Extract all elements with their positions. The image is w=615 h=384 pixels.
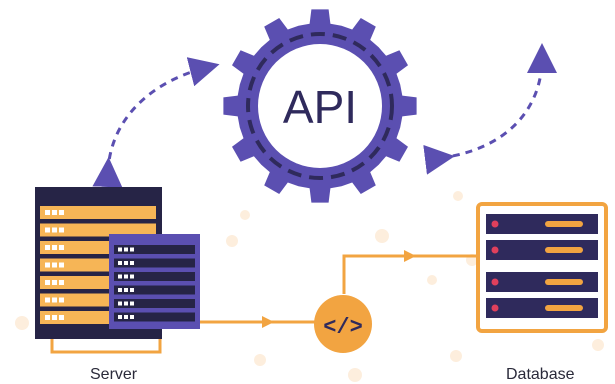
api-label: API bbox=[283, 81, 357, 133]
server-led bbox=[59, 245, 64, 250]
server-slot bbox=[40, 223, 156, 237]
server-led bbox=[52, 262, 57, 268]
server-led bbox=[59, 297, 64, 303]
server-led bbox=[130, 315, 134, 319]
server-led bbox=[130, 247, 134, 252]
server-led bbox=[45, 210, 50, 215]
api-database-arrow-icon bbox=[423, 43, 557, 175]
database-drive bbox=[486, 298, 598, 318]
server-led bbox=[130, 274, 134, 279]
server-led bbox=[124, 247, 128, 252]
database-drive bbox=[486, 214, 598, 234]
server-led bbox=[59, 315, 64, 320]
database-icon bbox=[476, 202, 608, 333]
database-drive-bar bbox=[545, 247, 583, 253]
server-led bbox=[124, 301, 128, 306]
server-led bbox=[59, 227, 64, 233]
server-led bbox=[45, 227, 50, 233]
server-slot bbox=[114, 299, 195, 308]
server-led bbox=[59, 262, 64, 268]
server-led bbox=[45, 297, 50, 303]
database-led bbox=[491, 220, 499, 228]
server-led bbox=[118, 288, 122, 292]
database-led bbox=[491, 304, 499, 312]
server-led bbox=[124, 274, 128, 279]
server-led bbox=[52, 227, 57, 233]
server-slot bbox=[114, 285, 195, 295]
gear-inner-disk bbox=[258, 44, 382, 168]
server-slot bbox=[114, 272, 195, 281]
server-led bbox=[45, 280, 50, 285]
database-drive bbox=[486, 272, 598, 292]
server-led bbox=[45, 245, 50, 250]
server-slot bbox=[114, 245, 195, 254]
server-slot bbox=[40, 206, 156, 219]
server-led bbox=[124, 261, 128, 265]
server-front-rows bbox=[114, 245, 195, 322]
code-badge-circle bbox=[314, 295, 372, 353]
database-drive-bar bbox=[545, 305, 583, 311]
server-led bbox=[59, 280, 64, 285]
database-led bbox=[491, 246, 499, 254]
server-led bbox=[52, 315, 57, 320]
gear-dashed-ring bbox=[246, 32, 394, 180]
server-led bbox=[45, 262, 50, 268]
background-dots bbox=[15, 191, 604, 382]
server-led bbox=[124, 288, 128, 292]
database-rows bbox=[486, 214, 598, 318]
server-led bbox=[52, 245, 57, 250]
flow-arrow-to-database-icon bbox=[404, 250, 416, 262]
database-drive-bar bbox=[545, 221, 583, 227]
server-led bbox=[45, 315, 50, 320]
server-led bbox=[52, 280, 57, 285]
server-led bbox=[118, 301, 122, 306]
server-caption: Server bbox=[90, 366, 138, 383]
database-led bbox=[491, 278, 499, 286]
server-led bbox=[130, 301, 134, 306]
server-led bbox=[118, 247, 122, 252]
server-api-arrow-icon bbox=[92, 57, 220, 188]
server-led bbox=[52, 297, 57, 303]
server-led bbox=[118, 274, 122, 279]
server-led bbox=[130, 261, 134, 265]
server-led bbox=[130, 288, 134, 292]
server-slot bbox=[114, 258, 195, 268]
server-slot bbox=[114, 312, 195, 322]
server-led bbox=[52, 210, 57, 215]
code-badge: </> bbox=[314, 295, 372, 353]
database-caption: Database bbox=[506, 366, 575, 383]
database-drive-bar bbox=[545, 279, 583, 285]
database-drive bbox=[486, 240, 598, 260]
code-icon: </> bbox=[323, 315, 363, 340]
server-led bbox=[118, 261, 122, 265]
server-led bbox=[124, 315, 128, 319]
server-led bbox=[118, 315, 122, 319]
server-front-unit bbox=[109, 234, 200, 329]
server-led bbox=[59, 210, 64, 215]
flow-arrow-to-code-icon bbox=[262, 316, 274, 328]
